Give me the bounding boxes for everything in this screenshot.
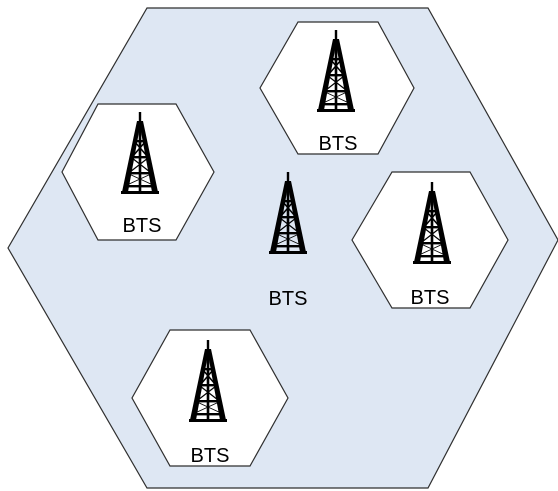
bts-label: BTS bbox=[123, 215, 162, 237]
small-cell-top: BTS bbox=[259, 21, 415, 155]
small-cell-hexagon bbox=[351, 171, 509, 309]
small-cell-left: BTS bbox=[61, 103, 215, 241]
macro-bts: BTS bbox=[269, 172, 308, 310]
bts-label: BTS bbox=[319, 133, 358, 155]
bts-label: BTS bbox=[191, 445, 230, 467]
bts-label: BTS bbox=[269, 288, 308, 310]
bts-label: BTS bbox=[411, 287, 450, 309]
small-cell-right: BTS bbox=[351, 171, 509, 309]
small-cell-bottom: BTS bbox=[131, 329, 289, 467]
small-cell-hexagon bbox=[131, 329, 289, 467]
